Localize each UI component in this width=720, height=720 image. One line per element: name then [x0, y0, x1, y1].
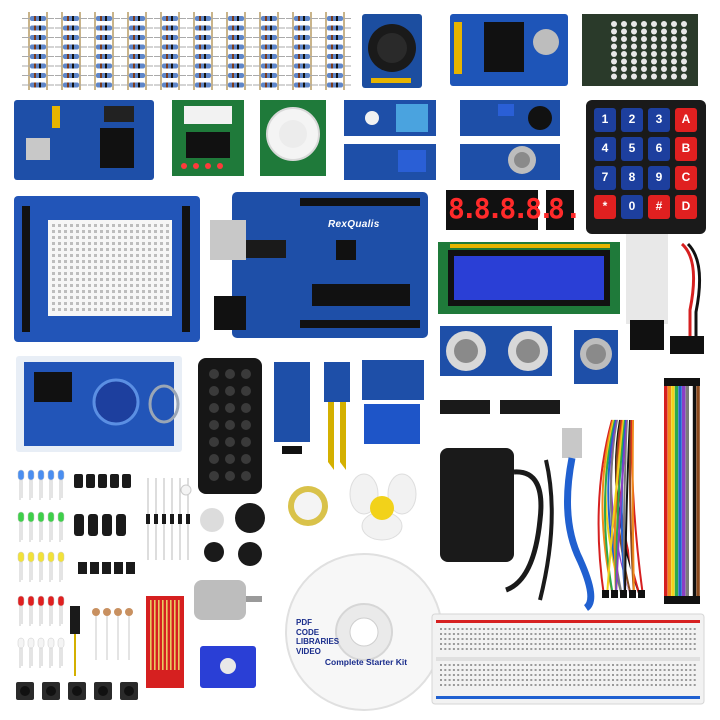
keypad-key-9: 9: [655, 170, 663, 184]
resistor-strips: [22, 12, 351, 90]
keypad-key-hash: #: [655, 199, 663, 213]
keypad-key-2: 2: [628, 112, 636, 126]
microcontroller-board: [210, 192, 428, 338]
capacitors: [74, 474, 135, 574]
push-buttons: [16, 682, 138, 700]
ir-remote: [198, 358, 262, 494]
sensor-module-rotary: [460, 144, 560, 180]
keypad-key-7: 7: [601, 170, 609, 184]
keypad-key-8: 8: [628, 170, 636, 184]
ultrasonic-sensor: [440, 326, 552, 376]
water-level-sensor: [146, 596, 184, 688]
board-logo: RexQualis: [328, 219, 380, 230]
four-digit-readout: 8.8.8.8.: [448, 192, 555, 225]
power-supply-module: [14, 100, 154, 180]
sensor-module-flame: [344, 144, 436, 180]
soil-moisture-sensor: [324, 362, 350, 470]
cd-title: Complete Starter Kit: [324, 657, 408, 667]
buzzers: [200, 503, 265, 566]
joystick-module: [362, 14, 422, 88]
rtc-module: [450, 14, 568, 86]
sensor-module-dht: [344, 100, 436, 136]
breadboard: [431, 613, 705, 705]
keypad-4x4: [586, 100, 706, 234]
cd-media-code: CODE: [296, 627, 320, 637]
lcd-1602-module: [438, 242, 620, 314]
four-digit-seven-segment-display: [446, 190, 538, 230]
prototype-shield: [14, 196, 200, 342]
relay-module: [362, 360, 424, 444]
software-cd: [285, 553, 443, 711]
stepper-motor: [288, 486, 328, 526]
power-adapter: [440, 448, 554, 601]
fan-blade: [349, 473, 417, 541]
gas-sensor-module: [574, 330, 618, 384]
pir-sensor: [260, 100, 326, 176]
stepper-driver-board: [172, 100, 244, 176]
dc-motor: [194, 580, 262, 620]
keypad-key-A: A: [681, 112, 691, 126]
ir-receiver-module: [274, 362, 310, 454]
led-assortment: [17, 469, 65, 668]
battery-clip: [670, 242, 704, 354]
keypad-key-3: 3: [655, 112, 663, 126]
rfid-module: [16, 356, 182, 452]
cd-media-video: VIDEO: [296, 646, 321, 656]
keypad-key-0: 0: [628, 199, 636, 213]
keypad-key-C: C: [681, 170, 691, 184]
dupont-ribbon: [664, 378, 700, 604]
keypad-key-D: D: [681, 199, 691, 213]
sensor-module-sound: [460, 100, 560, 136]
cd-media-libraries: LIBRARIES: [296, 637, 340, 646]
ic-chips: [440, 400, 560, 414]
keypad-key-6: 6: [655, 141, 663, 155]
keypad-key-star: *: [602, 199, 608, 213]
cd-media-list: PDF CODE LIBRARIES VIDEO: [296, 618, 356, 656]
keypad-key-B: B: [681, 141, 691, 155]
jumper-wires: [597, 419, 645, 598]
keypad-key-1: 1: [601, 112, 609, 126]
single-digit-readout: 8.: [548, 192, 582, 225]
diodes-and-transistors: [146, 478, 192, 560]
tilt-and-photo-sensors: [70, 606, 133, 676]
servo-motor: [200, 646, 256, 688]
keypad-key-4: 4: [601, 141, 609, 155]
led-matrix-module: [582, 14, 698, 86]
single-digit-seven-segment-display: [546, 190, 574, 230]
keypad-key-5: 5: [628, 141, 636, 155]
cd-media-pdf: PDF: [296, 618, 312, 627]
usb-cable: [562, 428, 595, 611]
keypad-ribbon-cable: [626, 234, 668, 350]
